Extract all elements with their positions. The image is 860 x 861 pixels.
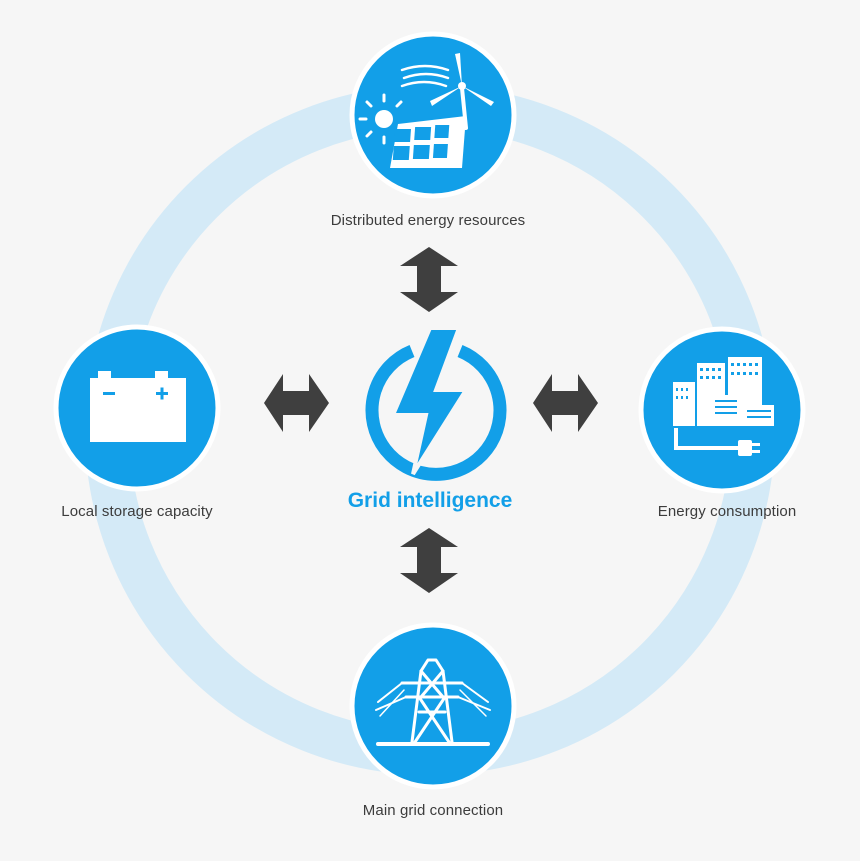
solar-wind-icon — [358, 53, 494, 168]
transmission-tower-icon — [375, 658, 491, 746]
node-energy-consumption — [638, 326, 806, 494]
center-title: Grid intelligence — [347, 489, 513, 512]
label-energy-consumption: Energy consumption — [657, 503, 797, 520]
label-distributed-energy: Distributed energy resources — [330, 212, 526, 229]
label-main-grid: Main grid connection — [362, 802, 504, 819]
label-local-storage: Local storage capacity — [61, 503, 213, 520]
battery-icon — [90, 371, 186, 442]
node-local-storage — [53, 324, 221, 492]
arrow-bottom-center — [400, 528, 458, 593]
arrow-top-center — [400, 247, 458, 312]
lightning-power-icon — [365, 326, 507, 481]
city-plug-icon — [673, 357, 774, 456]
arrow-right-center — [533, 374, 598, 432]
node-main-grid — [349, 622, 517, 790]
node-distributed-energy — [349, 31, 517, 199]
arrow-left-center — [264, 374, 329, 432]
